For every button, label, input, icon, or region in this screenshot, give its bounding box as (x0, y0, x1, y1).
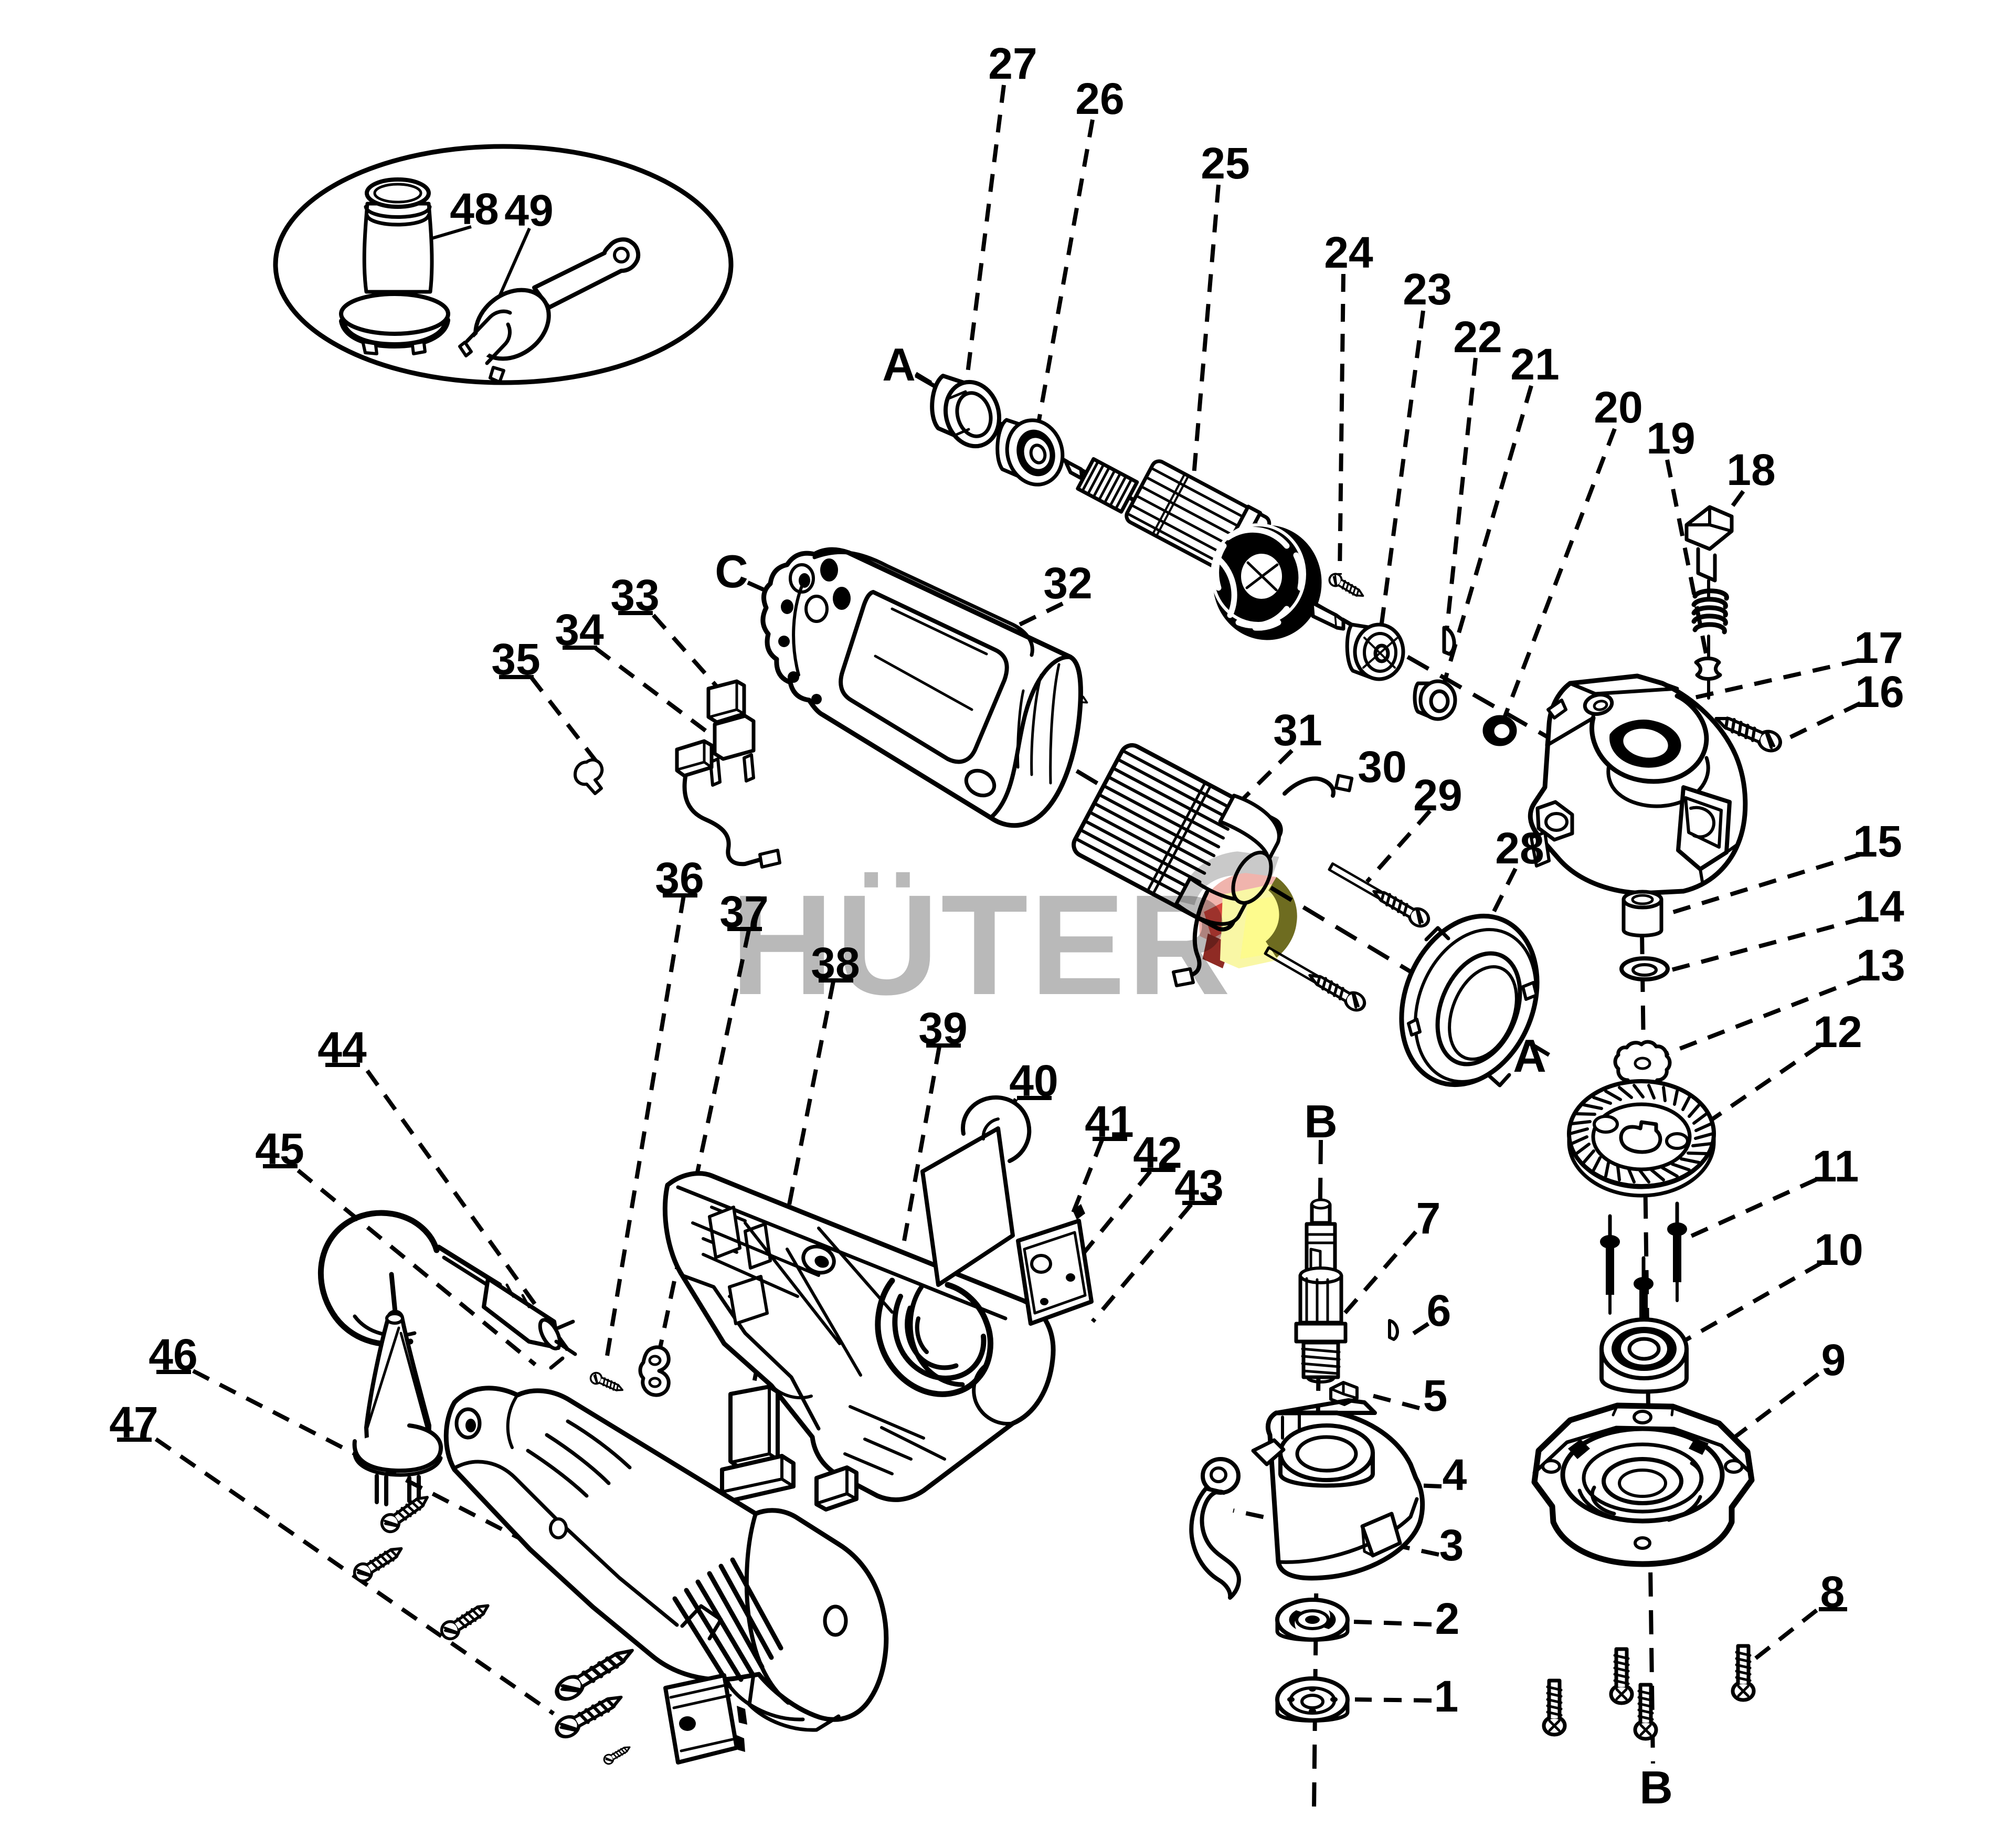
svg-text:32: 32 (1043, 558, 1092, 608)
svg-text:15: 15 (1853, 817, 1902, 866)
svg-text:29: 29 (1413, 770, 1462, 820)
svg-text:6: 6 (1427, 1286, 1451, 1335)
svg-text:9: 9 (1821, 1335, 1846, 1385)
svg-text:16: 16 (1855, 667, 1904, 716)
svg-text:20: 20 (1594, 383, 1642, 432)
svg-text:24: 24 (1324, 228, 1373, 277)
svg-text:HÜTER: HÜTER (730, 865, 1233, 1025)
svg-text:17: 17 (1854, 623, 1903, 672)
svg-text:10: 10 (1814, 1225, 1863, 1274)
svg-text:2: 2 (1435, 1594, 1460, 1643)
svg-text:7: 7 (1416, 1194, 1441, 1243)
svg-text:B: B (1639, 1761, 1673, 1813)
svg-text:13: 13 (1856, 941, 1905, 990)
svg-text:27: 27 (988, 39, 1037, 88)
svg-text:30: 30 (1358, 742, 1406, 791)
svg-text:12: 12 (1813, 1007, 1862, 1057)
svg-text:C: C (715, 545, 748, 597)
svg-text:28: 28 (1495, 823, 1544, 873)
svg-text:14: 14 (1855, 882, 1904, 931)
svg-text:A: A (1513, 1030, 1546, 1082)
svg-text:11: 11 (1813, 1142, 1859, 1191)
svg-text:19: 19 (1646, 414, 1695, 463)
svg-text:3: 3 (1439, 1520, 1464, 1570)
svg-text:4: 4 (1443, 1450, 1467, 1499)
svg-text:1: 1 (1434, 1672, 1459, 1721)
svg-text:23: 23 (1403, 265, 1451, 314)
svg-text:21: 21 (1510, 340, 1559, 389)
svg-text:48: 48 (450, 184, 499, 234)
svg-text:18: 18 (1726, 445, 1775, 494)
svg-text:25: 25 (1201, 139, 1249, 188)
svg-text:A: A (882, 339, 916, 390)
svg-text:31: 31 (1273, 705, 1322, 755)
svg-text:49: 49 (504, 186, 553, 235)
svg-text:26: 26 (1075, 74, 1124, 123)
svg-text:22: 22 (1453, 312, 1502, 362)
svg-text:5: 5 (1423, 1371, 1448, 1420)
svg-text:B: B (1304, 1095, 1338, 1147)
